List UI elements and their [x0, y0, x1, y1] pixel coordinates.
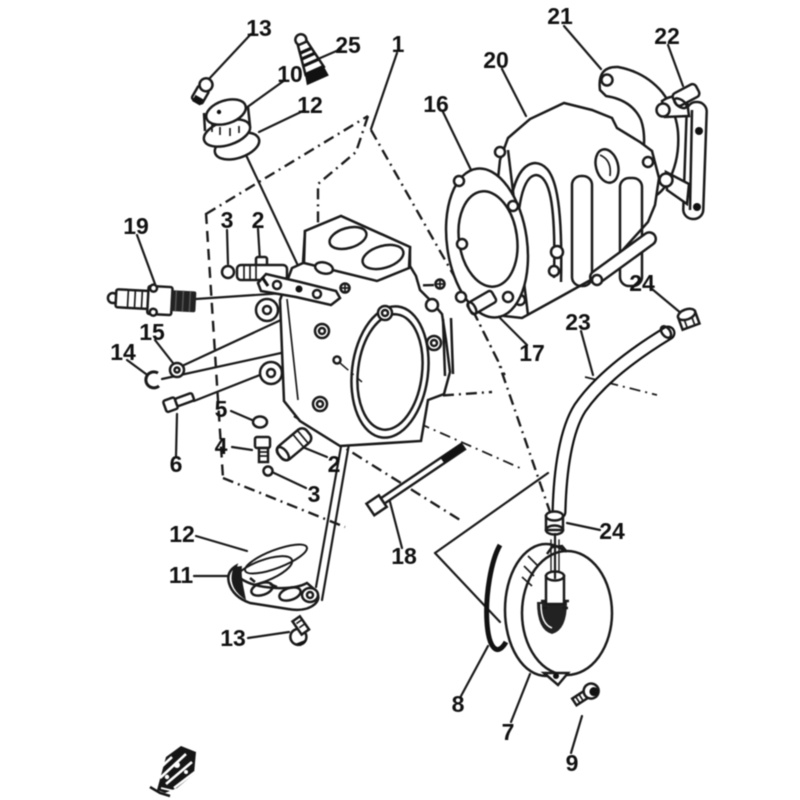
svg-text:11: 11	[169, 562, 194, 588]
svg-text:17: 17	[519, 340, 545, 366]
svg-text:2: 2	[328, 451, 341, 477]
svg-text:12: 12	[297, 92, 323, 118]
svg-text:14: 14	[110, 339, 136, 365]
svg-text:5: 5	[215, 396, 228, 422]
svg-text:15: 15	[139, 319, 165, 345]
svg-text:21: 21	[547, 3, 573, 29]
svg-text:13: 13	[220, 625, 246, 651]
svg-text:3: 3	[221, 207, 234, 233]
svg-text:22: 22	[654, 23, 680, 49]
svg-text:7: 7	[502, 719, 515, 745]
svg-text:8: 8	[452, 691, 465, 717]
svg-text:13: 13	[246, 15, 272, 41]
svg-text:10: 10	[277, 61, 303, 87]
svg-text:23: 23	[565, 309, 591, 335]
svg-text:4: 4	[215, 433, 228, 459]
svg-text:6: 6	[170, 451, 183, 477]
svg-text:2: 2	[252, 207, 265, 233]
svg-text:16: 16	[423, 91, 449, 117]
svg-text:20: 20	[483, 47, 509, 73]
svg-text:24: 24	[599, 518, 625, 544]
svg-text:18: 18	[391, 543, 417, 569]
svg-text:1: 1	[392, 31, 405, 57]
svg-text:24: 24	[629, 270, 655, 296]
svg-text:25: 25	[335, 32, 361, 58]
svg-text:3: 3	[308, 481, 321, 507]
svg-text:12: 12	[169, 521, 195, 547]
svg-text:9: 9	[566, 750, 579, 776]
svg-text:19: 19	[123, 213, 149, 239]
